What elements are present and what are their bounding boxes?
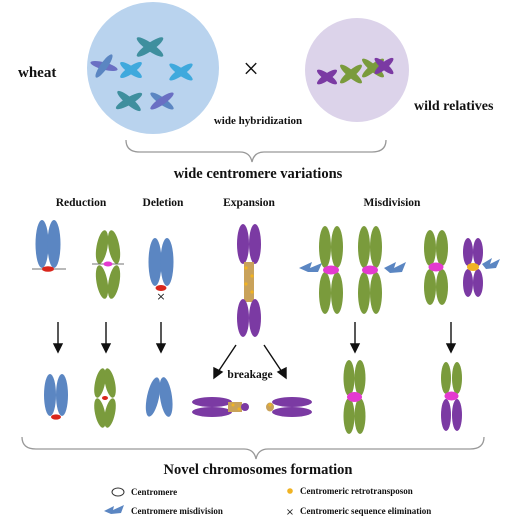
novel-chromosome-misdivided-hybrid <box>441 362 462 431</box>
hybridization-bracket <box>125 139 387 163</box>
reduction-blue-chromosome <box>32 220 66 272</box>
misdivision-chromosome <box>299 226 343 314</box>
breakage-label: breakage <box>227 369 272 381</box>
misdivision-lightning <box>384 262 406 273</box>
novel-chromosome-reduced-blue <box>44 374 68 420</box>
novel-chromosome-misdivided-green <box>343 360 366 434</box>
wheat-chromosome <box>150 92 174 110</box>
wheat-chromosomes <box>90 37 193 112</box>
centromere-legend-label: Centromere <box>131 487 177 497</box>
wheat-chromosome <box>115 90 143 112</box>
centromere-legend-icon <box>111 487 125 497</box>
wild-relative-chromosome <box>340 64 362 84</box>
wheat-label: wheat <box>18 65 56 81</box>
novel-chromosome-deleted-blue <box>145 377 173 417</box>
misdivision-chromosome <box>463 238 500 297</box>
wild-relative-chromosomes <box>316 57 394 85</box>
retrotransposon-legend-label: Centromeric retrotransposon <box>300 486 413 496</box>
legend: Centromere Centromere misdivision Centro… <box>104 486 431 518</box>
broken-chromosome-left <box>192 397 249 417</box>
misdivision-heading: Misdivision <box>364 197 421 209</box>
misdivision-chromosome <box>424 230 448 305</box>
wild-relatives-label: wild relatives <box>414 99 494 114</box>
retrotransposon-legend-icon <box>287 488 293 494</box>
sequence-elimination-mark: × <box>156 290 165 303</box>
sequence-elimination-legend-label: Centromeric sequence elimination <box>300 506 431 516</box>
wheat-chromosome <box>90 54 118 78</box>
reduced-centromere <box>103 261 113 267</box>
misdivision-chromosome <box>358 226 406 314</box>
misdivision-lightning <box>482 258 500 269</box>
broken-chromosome-right <box>266 397 312 417</box>
expansion-heading: Expansion <box>223 197 275 209</box>
reduction-heading: Reduction <box>56 197 107 209</box>
sequence-elimination-legend-icon: × <box>286 507 294 518</box>
wheat-chromosome <box>136 37 164 57</box>
wheat-chromosome <box>169 63 193 81</box>
formation-bracket <box>21 436 485 460</box>
novel-chromosome-reduced-green <box>94 368 116 428</box>
misdivision-legend-icon <box>104 505 124 514</box>
misdivision-legend-label: Centromere misdivision <box>131 506 223 516</box>
formation-title: Novel chromosomes formation <box>163 462 352 478</box>
arrows <box>52 322 457 380</box>
expansion-chromosome <box>237 224 261 337</box>
wheat-genome-circle <box>87 2 219 134</box>
deletion-chromosome: × <box>148 238 174 303</box>
reduction-green-chromosome <box>92 230 124 299</box>
wild-relative-chromosome <box>316 69 338 85</box>
deleted-centromere <box>155 285 167 291</box>
deletion-heading: Deletion <box>143 197 184 209</box>
wide-hybridization-label: wide hybridization <box>214 115 302 127</box>
variations-title: wide centromere variations <box>174 166 343 182</box>
misdivision-lightning <box>299 262 322 272</box>
wheat-chromosome <box>120 61 142 79</box>
reduced-centromere <box>42 266 54 272</box>
wild-relative-chromosome <box>374 57 394 75</box>
cross-symbol: × <box>243 54 259 85</box>
